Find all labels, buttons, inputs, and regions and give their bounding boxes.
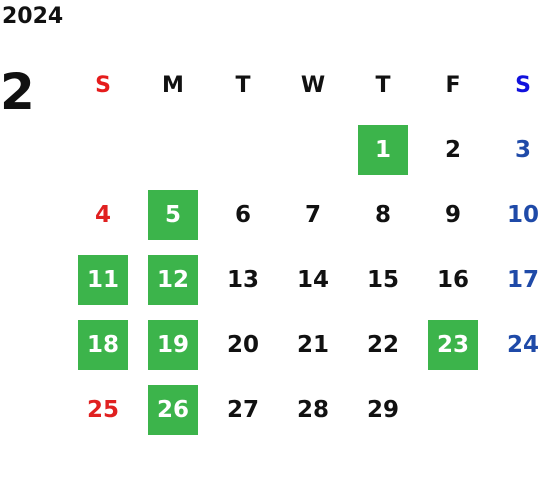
calendar-day-25[interactable]: 25: [86, 397, 119, 423]
calendar-day-15[interactable]: 15: [366, 267, 399, 293]
calendar-day-1[interactable]: 1: [358, 125, 408, 175]
calendar-day-17[interactable]: 17: [506, 267, 539, 293]
calendar-day-6[interactable]: 6: [234, 202, 251, 228]
weekday-header-mon: M: [162, 72, 184, 98]
calendar-day-9[interactable]: 9: [444, 202, 461, 228]
calendar-day-10[interactable]: 10: [506, 202, 539, 228]
calendar-day-14[interactable]: 14: [296, 267, 329, 293]
calendar-day-7[interactable]: 7: [304, 202, 321, 228]
calendar-day-28[interactable]: 28: [296, 397, 329, 423]
calendar-day-22[interactable]: 22: [366, 332, 399, 358]
calendar-day-27[interactable]: 27: [226, 397, 259, 423]
calendar-day-26[interactable]: 26: [148, 385, 198, 435]
calendar-day-8[interactable]: 8: [374, 202, 391, 228]
weekday-header-sat: S: [515, 72, 531, 98]
calendar-day-11[interactable]: 11: [78, 255, 128, 305]
calendar-year: 2024: [2, 4, 64, 29]
calendar-day-23[interactable]: 23: [428, 320, 478, 370]
calendar-day-2[interactable]: 2: [444, 137, 461, 163]
calendar-month: 2: [0, 63, 35, 121]
weekday-header-thu: T: [375, 72, 391, 98]
calendar-day-21[interactable]: 21: [296, 332, 329, 358]
calendar-day-12[interactable]: 12: [148, 255, 198, 305]
calendar-day-16[interactable]: 16: [436, 267, 469, 293]
calendar-day-18[interactable]: 18: [78, 320, 128, 370]
calendar-day-24[interactable]: 24: [506, 332, 539, 358]
weekday-header-wed: W: [300, 72, 326, 98]
calendar-day-29[interactable]: 29: [366, 397, 399, 423]
calendar-day-20[interactable]: 20: [226, 332, 259, 358]
weekday-header-sun: S: [95, 72, 111, 98]
calendar-day-4[interactable]: 4: [94, 202, 111, 228]
weekday-header-fri: F: [445, 72, 461, 98]
calendar-day-5[interactable]: 5: [148, 190, 198, 240]
calendar-day-19[interactable]: 19: [148, 320, 198, 370]
calendar-day-3[interactable]: 3: [514, 137, 531, 163]
calendar-day-13[interactable]: 13: [226, 267, 259, 293]
weekday-header-tue: T: [235, 72, 251, 98]
